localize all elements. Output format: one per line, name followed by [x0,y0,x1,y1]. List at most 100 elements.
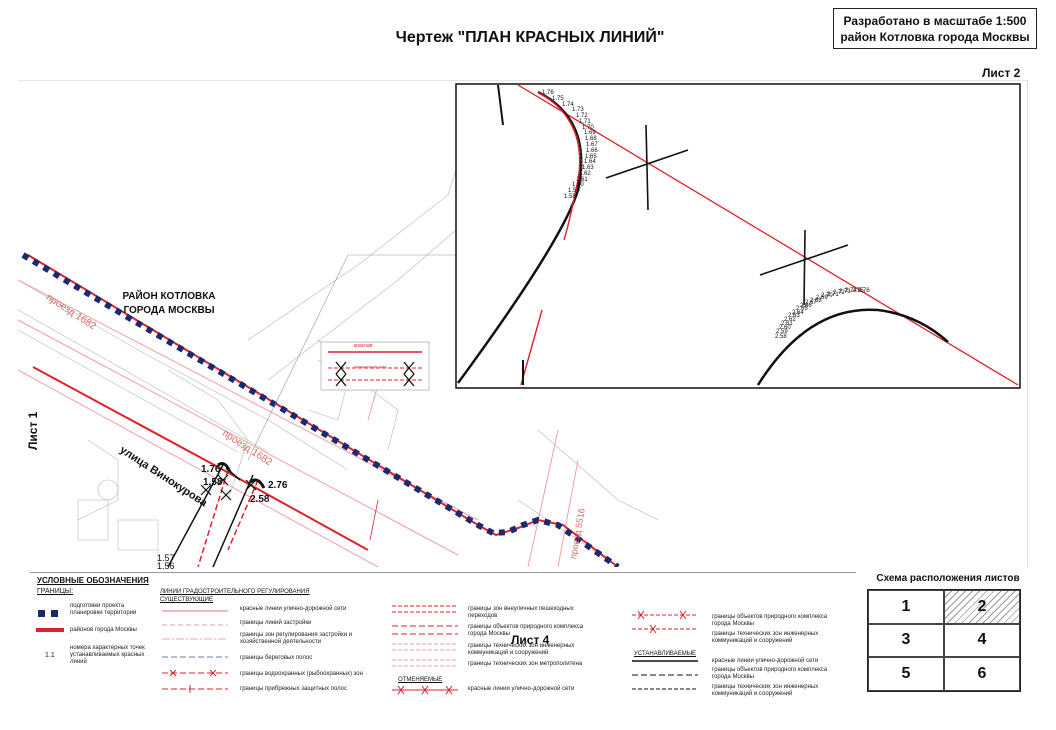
inset-point-number: 2.59 [776,329,788,335]
inset-point-number: 1.59 [568,188,580,194]
map-frame: РАЙОН КОТЛОВКА ГОРОДА МОСКВЫ улица Винок… [18,80,1028,647]
detail-crosses [200,474,257,501]
inset-red-left [537,91,581,241]
legend-col1-item-0: красные линии улично-дорожной сети [240,606,347,612]
inset-crosses [605,124,849,306]
sheet-cell-6[interactable]: 6 [944,657,1020,691]
legend-cancelled: ОТМЕНЯЕМЫЕ [398,677,443,683]
inset-point-number: 2.71 [827,292,839,298]
sheet4-label: Лист 4 [511,633,550,647]
inset-point-number: 2.64 [792,310,804,316]
inset-point-number: 2.62 [784,317,796,323]
mini-legend-crosses [335,361,415,387]
inset-frame [455,83,1021,389]
legend-col1-item-4: границы водоохранных (рыбоохранных) зон [240,671,363,677]
inset-point-number: 2.73 [839,289,851,295]
inset-point-number: 1.65 [585,154,597,160]
legend-col3-item-1: границы технических зон инженерных комму… [712,631,819,644]
legend-existing: СУЩЕСТВУЮЩИЕ [160,597,213,603]
legend-col3b-item-2: границы технических зон инженерных комму… [712,684,819,697]
sheet-cell-4[interactable]: 4 [944,623,1020,658]
inset-point-number: 1.61 [576,177,588,183]
inset-point-number: 1.76 [542,90,554,96]
sheet-label: Лист 2 [982,66,1021,80]
sheet-cell-2[interactable]: 2 [944,590,1020,624]
sheet-cell-1[interactable]: 1 [868,590,944,624]
point-label-276: 2.76 [268,480,288,491]
legend-col3-item-0: границы объектов природного комплекса го… [712,614,828,627]
inset-point-number: 1.71 [579,119,591,125]
project-boundary [21,252,620,567]
inset-point-number: 1.66 [586,148,598,154]
inset-point-number: 1.69 [584,130,596,136]
inset-point-number: 2.69 [816,295,828,301]
inset-connector-2 [247,254,349,461]
legend-established: УСТАНАВЛИВАЕМЫЕ [634,651,697,657]
mini-legend-existing: красная [354,343,373,349]
legend-col2-item-1: границы объектов природного комплекса го… [468,624,584,637]
inset-point-number: 2.61 [781,321,793,327]
inset-point-number: 1.68 [585,136,597,142]
district-line: район Котловка города Москвы [840,30,1030,44]
legend-district-border: районов города Москвы [70,627,137,633]
legend-col2-item-3: границы технических зон метрополитена [468,661,583,667]
point-label-157: 1.57 [157,553,175,563]
scale-box: Разработано в масштабе 1:500 район Котло… [833,8,1037,49]
detail-arc-1 [217,462,232,473]
point-label-258: 2.58 [250,494,270,505]
inset-point-number: 2.63 [788,313,800,319]
legend-col1-symbols [162,610,228,693]
inset-point-number: 1.74 [562,102,574,108]
legend-col1-item-3: границы береговых полос [240,655,313,661]
detail-arc-2 [249,478,266,489]
inset-point-number: 2.67 [805,300,817,306]
red-line-south [32,366,369,551]
legend-point-number: номера характерных точек устанавливаемых… [70,645,145,665]
inset-point-number: 2.72 [833,290,845,296]
legend-col1-item-1: границы линий застройки [240,620,312,626]
inset-point-number: 2.70 [821,293,833,299]
legend-borders: ГРАНИЦЫ: [37,588,74,595]
sheet1-label: Лист 1 [26,411,40,450]
inset-point-number: 2.74 [845,288,857,294]
inset-point-number: 1.60 [572,182,584,188]
page-number: 19 [520,0,530,2]
sheet-scheme-title: Схема расположения листов [876,573,1020,584]
dimension-line [369,499,379,541]
point-label-176: 1.76 [201,464,221,475]
inset-point-number: 2.68 [810,298,822,304]
legend-project-border: подготовки проекта планировки территории [70,603,137,616]
inset-point-number: 1.67 [586,142,598,148]
inset-point-number: 2.66 [800,303,812,309]
scale-line: Разработано в масштабе 1:500 [843,14,1027,28]
inset-point-number: 1.63 [582,165,594,171]
legend-col2-item-0: границы зон внеуличных пешеходных перехо… [468,606,574,619]
inset-point-number: 2.58 [775,334,787,340]
inset-red-left-lower [520,309,543,386]
project-border-symbol [38,605,60,623]
inset-detail [455,83,1021,389]
sheet-cell-5[interactable]: 5 [868,657,944,691]
point-label-156: 1.56 [157,561,175,571]
inset-point-number: 2.76 [858,288,870,294]
inset-point-number: 1.62 [579,171,591,177]
inset-red-diagonal [517,85,1019,386]
map-canvas [18,80,1028,567]
sheet-cell-3[interactable]: 3 [868,623,944,658]
inset-arc-right [756,308,949,386]
legend-point-sample: 1.1 [45,652,55,659]
legend-col3-symbols [632,610,698,690]
district-line-1: РАЙОН КОТЛОВКА [122,291,216,302]
point-label-158: 1.58 [203,477,223,488]
legend-col3b-item-0: красные линии улично-дорожной сети [712,658,819,664]
inset-black-top [497,85,504,126]
legend-cancelled-item: красные линии улично-дорожной сети [468,686,575,692]
inset-point-number: 1.72 [576,113,588,119]
inset-point-number: 1.70 [582,125,594,131]
inset-point-number: 2.60 [779,325,791,331]
inset-point-number: 1.73 [572,107,584,113]
legend-reg-lines: ЛИНИИ ГРАДОСТРОИТЕЛЬНОГО РЕГУЛИРОВАНИЯ [160,589,310,595]
background-parcels [18,169,659,567]
legend-title: УСЛОВНЫЕ ОБОЗНАЧЕНИЯ [37,576,149,585]
district-line-2: ГОРОДА МОСКВЫ [123,305,215,316]
